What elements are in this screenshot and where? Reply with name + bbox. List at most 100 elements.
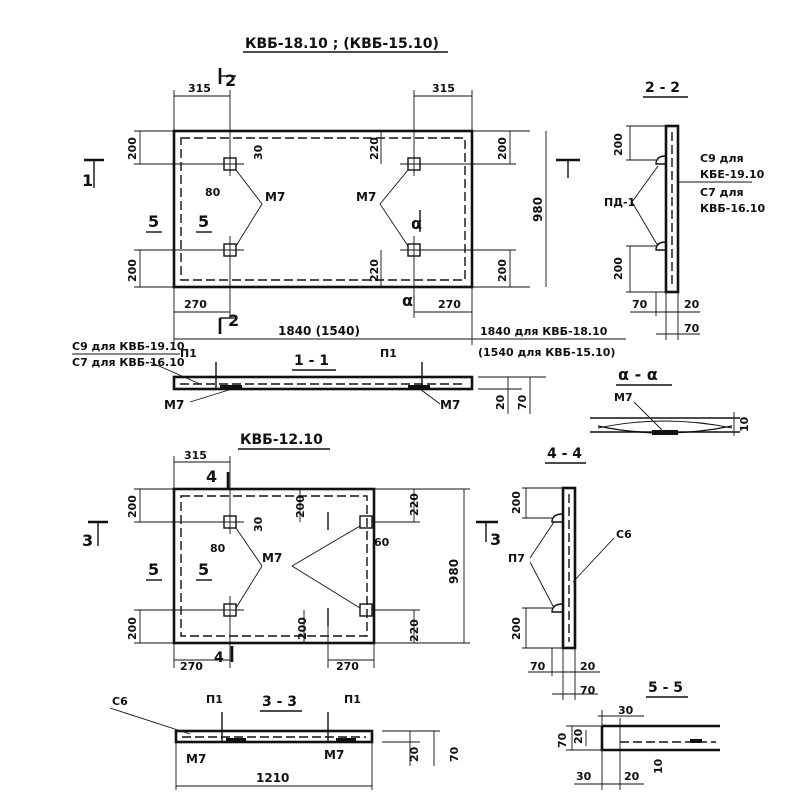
p1-label: П1 bbox=[344, 693, 361, 706]
dim-60: 60 bbox=[374, 536, 390, 549]
dim-20: 20 bbox=[684, 298, 700, 311]
dim-10: 10 bbox=[738, 416, 751, 432]
cut-2: 2 bbox=[228, 311, 239, 330]
dim-80: 80 bbox=[205, 186, 221, 199]
p7-label: П7 bbox=[508, 552, 525, 565]
dim-200: 200 bbox=[126, 495, 139, 518]
dim-200: 200 bbox=[126, 617, 139, 640]
cut-5: 5 bbox=[198, 212, 209, 231]
panel-outline bbox=[172, 129, 474, 289]
dim-270: 270 bbox=[180, 660, 203, 673]
dim-200: 200 bbox=[296, 617, 309, 640]
panel-outline bbox=[172, 487, 376, 645]
cut-5: 5 bbox=[198, 560, 209, 579]
c9-note-b: КБЕ-19.10 bbox=[700, 168, 765, 181]
dim-70: 70 bbox=[448, 746, 461, 762]
p1-label: П1 bbox=[180, 347, 197, 360]
dim-70: 70 bbox=[516, 394, 529, 410]
m7-label: M7 bbox=[265, 190, 285, 204]
sec22-title: 2 - 2 bbox=[645, 80, 680, 96]
cut-1: 1 bbox=[82, 171, 93, 190]
secaa-title: α - α bbox=[618, 365, 658, 384]
dim-200: 200 bbox=[510, 617, 523, 640]
c6-label: С6 bbox=[616, 528, 632, 541]
dim-20: 20 bbox=[572, 728, 585, 744]
m7-label: M7 bbox=[356, 190, 376, 204]
embed-plate bbox=[359, 515, 373, 529]
pd1-label: ПД-1 bbox=[604, 196, 635, 209]
cut-5: 5 bbox=[148, 212, 159, 231]
c9-note: С9 для КВБ-19.10 bbox=[72, 340, 185, 353]
bottom-plan: КВБ-12.10 M7 315 200 200 80 30 60 200 20… bbox=[82, 432, 501, 673]
dim-200: 200 bbox=[510, 491, 523, 514]
dim-220: 220 bbox=[368, 137, 381, 160]
top-title: КВБ-18.10 ; (КВБ-15.10) bbox=[245, 36, 439, 52]
cut-5: 5 bbox=[148, 560, 159, 579]
section-a-a: α - α M7 10 bbox=[590, 365, 751, 436]
p1-label: П1 bbox=[380, 347, 397, 360]
section-2-2: 2 - 2 ПД-1 С9 для КБЕ-19.10 С7 для КВБ-1… bbox=[604, 80, 765, 340]
dim-70: 70 bbox=[684, 322, 700, 335]
slab-profile bbox=[561, 486, 577, 650]
sec44-title: 4 - 4 bbox=[547, 446, 582, 462]
alpha-mark: α bbox=[402, 291, 413, 310]
m7-label: M7 bbox=[440, 398, 460, 412]
m7-label: M7 bbox=[262, 551, 282, 565]
dim-30: 30 bbox=[576, 770, 592, 783]
dim-30: 30 bbox=[252, 144, 265, 160]
c7-note: С7 для КВБ-16.10 bbox=[72, 356, 185, 369]
dim-70: 70 bbox=[530, 660, 546, 673]
dim-80: 80 bbox=[210, 542, 226, 555]
c6-label: С6 bbox=[112, 695, 128, 708]
dim-270: 270 bbox=[184, 298, 207, 311]
dim-70: 70 bbox=[556, 732, 569, 748]
m7-label: M7 bbox=[164, 398, 184, 412]
p1-label: П1 bbox=[206, 693, 223, 706]
dim-220: 220 bbox=[408, 619, 421, 642]
dim-220: 220 bbox=[408, 493, 421, 516]
dim-30: 30 bbox=[618, 704, 634, 717]
top-plan: КВБ-18.10 ; (КВБ-15.10) M7 M7 315 315 20… bbox=[82, 36, 626, 359]
sec55-title: 5 - 5 bbox=[648, 680, 683, 696]
alpha-mark: α bbox=[411, 214, 422, 233]
dim-20: 20 bbox=[494, 394, 507, 410]
cut-3: 3 bbox=[82, 531, 93, 550]
dim-200: 200 bbox=[126, 137, 139, 160]
sec11-title: 1 - 1 bbox=[294, 353, 329, 369]
cut-4: 4 bbox=[214, 650, 224, 666]
m7-label: M7 bbox=[324, 748, 344, 762]
dim-270: 270 bbox=[336, 660, 359, 673]
dim-980: 980 bbox=[447, 559, 461, 584]
section-4-4: 4 - 4 П7 С6 200 200 70 20 70 bbox=[508, 446, 632, 700]
dim-980: 980 bbox=[531, 197, 545, 222]
length-note-1: 1840 для КВБ-18.10 bbox=[480, 325, 608, 338]
dim-20: 20 bbox=[408, 746, 421, 762]
dim-70: 70 bbox=[580, 684, 596, 697]
dim-200: 200 bbox=[496, 137, 509, 160]
c7-note-b: КВБ-16.10 bbox=[700, 202, 765, 215]
rebar-contour bbox=[180, 137, 466, 281]
section-5-5: 5 - 5 30 70 20 30 20 10 bbox=[556, 680, 720, 790]
dim-315: 315 bbox=[184, 449, 207, 462]
dim-30: 30 bbox=[252, 516, 265, 532]
c9-note: С9 для bbox=[700, 152, 744, 165]
section-3-3: 3 - 3 С6 П1 П1 M7 M7 20 70 1210 bbox=[109, 693, 461, 790]
dim-200: 200 bbox=[612, 257, 625, 280]
slab-profile bbox=[664, 124, 680, 294]
slab-section bbox=[174, 729, 374, 744]
cut-2: 2 bbox=[225, 71, 236, 90]
dim-270: 270 bbox=[438, 298, 461, 311]
dim-20: 20 bbox=[580, 660, 596, 673]
dim-1210: 1210 bbox=[256, 771, 289, 785]
cut-4: 4 bbox=[206, 467, 217, 486]
slab-section bbox=[172, 375, 474, 391]
dim-220: 220 bbox=[368, 259, 381, 282]
dim-200: 200 bbox=[294, 495, 307, 518]
c7-note: С7 для bbox=[700, 186, 744, 199]
dim-200: 200 bbox=[126, 259, 139, 282]
dim-10: 10 bbox=[652, 758, 665, 774]
dim-315: 315 bbox=[188, 82, 211, 95]
m7-label: M7 bbox=[186, 752, 206, 766]
